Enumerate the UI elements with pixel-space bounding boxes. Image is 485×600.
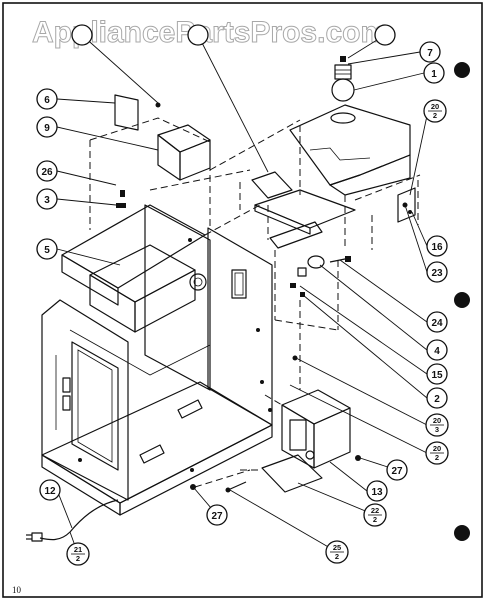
callout-1: 1 (423, 62, 445, 84)
svg-text:2: 2 (435, 453, 439, 462)
svg-text:25: 25 (333, 543, 341, 552)
part-9-bracket (157, 124, 211, 181)
svg-text:2: 2 (373, 515, 377, 524)
svg-text:13: 13 (371, 487, 383, 498)
callout-25-2: 25 2 (325, 540, 349, 564)
part-20-screw (292, 355, 298, 361)
svg-text:20: 20 (431, 102, 439, 111)
leader-lines (56, 34, 429, 555)
callout-5: 5 (36, 238, 58, 260)
callout-15: 16 (426, 235, 448, 257)
svg-text:3: 3 (44, 195, 50, 206)
callout-27: 27 (206, 504, 228, 526)
callout-top-left-unlabeled (71, 24, 93, 46)
svg-text:24: 24 (431, 318, 443, 329)
svg-text:2: 2 (434, 394, 440, 405)
part-6-plate (114, 94, 139, 131)
part-22-bracket (261, 454, 323, 493)
binder-hole-bottom (454, 525, 470, 541)
part-25-screw (225, 481, 247, 493)
part-15-16-bracket (397, 187, 416, 223)
svg-text:3: 3 (435, 425, 439, 434)
page-number: 10 (12, 585, 22, 595)
svg-text:2: 2 (76, 554, 80, 563)
svg-text:2: 2 (335, 552, 339, 561)
binder-hole-top (454, 62, 470, 78)
svg-text:12: 12 (44, 486, 56, 497)
svg-text:9: 9 (44, 123, 50, 134)
explosion-lines (89, 117, 421, 488)
svg-text:26: 26 (41, 167, 53, 178)
svg-text:27: 27 (211, 511, 223, 522)
svg-text:23: 23 (431, 268, 443, 279)
callout-13: 13 (366, 480, 388, 502)
callout-23: 24 (426, 311, 448, 333)
callout-3: 3 (36, 188, 58, 210)
part-3-screws (116, 102, 161, 208)
callout-22-2: 22 2 (363, 503, 387, 527)
callout-6: 6 (36, 88, 58, 110)
svg-text:5: 5 (44, 245, 50, 256)
lamp-assembly (331, 56, 355, 102)
svg-text:27: 27 (391, 466, 403, 477)
callout-4: 4 (426, 339, 448, 361)
cabinet-chassis (41, 204, 273, 516)
upper-shelf-plate (251, 171, 356, 235)
power-cord (26, 499, 119, 542)
binder-holes (454, 62, 470, 541)
svg-text:20: 20 (433, 444, 441, 453)
callout-2: 2 (426, 387, 448, 409)
fuse-holder (269, 221, 351, 277)
svg-text:15: 15 (431, 370, 443, 381)
svg-text:1: 1 (431, 69, 437, 80)
svg-text:4: 4 (434, 346, 440, 357)
callout-14: 15 (426, 363, 448, 385)
callout-24: 26 (36, 160, 58, 182)
callout-21-2: 21 2 (66, 542, 90, 566)
callout-26: 27 (386, 459, 408, 481)
top-duct-cover (289, 104, 411, 196)
svg-text:6: 6 (44, 95, 50, 106)
svg-text:16: 16 (431, 242, 443, 253)
svg-text:7: 7 (427, 48, 433, 59)
callout-20-2-mid: 20 2 (425, 441, 449, 465)
callout-7: 7 (419, 41, 441, 63)
binder-hole-middle (454, 292, 470, 308)
callout-top-right-unlabeled (374, 24, 396, 46)
parts-14-2 (290, 283, 305, 297)
callout-top-center-unlabeled (187, 24, 209, 46)
callout-20-3: 20 3 (425, 413, 449, 437)
svg-text:21: 21 (74, 545, 82, 554)
svg-text:22: 22 (371, 506, 379, 515)
callout-20-2-top: 20 2 (423, 99, 447, 123)
callout-16: 23 (426, 261, 448, 283)
callout-9: 9 (36, 116, 58, 138)
svg-text:20: 20 (433, 416, 441, 425)
svg-text:2: 2 (433, 111, 437, 120)
callout-12: 12 (39, 479, 61, 501)
